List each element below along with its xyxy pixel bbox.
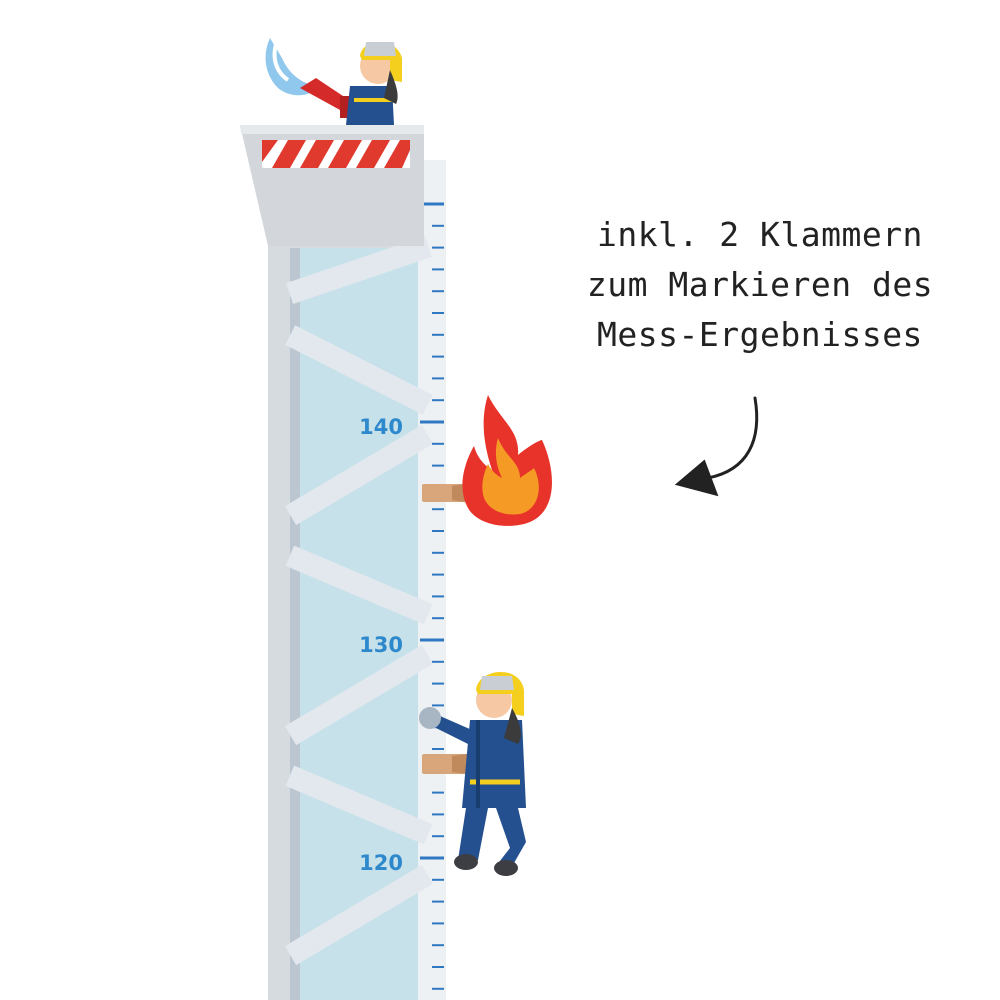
scale-label-120: 120	[359, 851, 403, 875]
scale-label-140: 140	[359, 415, 403, 439]
arrow-icon	[674, 396, 759, 497]
caption-line-3: Mess-Ergebnisses	[597, 315, 923, 354]
caption-line-1: inkl. 2 Klammern	[597, 215, 923, 254]
caption: inkl. 2 Klammern zum Markieren des Mess-…	[560, 210, 960, 360]
measuring-board	[268, 160, 446, 1000]
caption-line-2: zum Markieren des	[586, 265, 934, 304]
ladder-basket	[240, 125, 424, 246]
scale-label-130: 130	[359, 633, 403, 657]
firefighter-with-hose-icon	[265, 38, 402, 125]
flame-icon	[422, 395, 552, 526]
climbing-firefighter-icon	[419, 671, 526, 876]
